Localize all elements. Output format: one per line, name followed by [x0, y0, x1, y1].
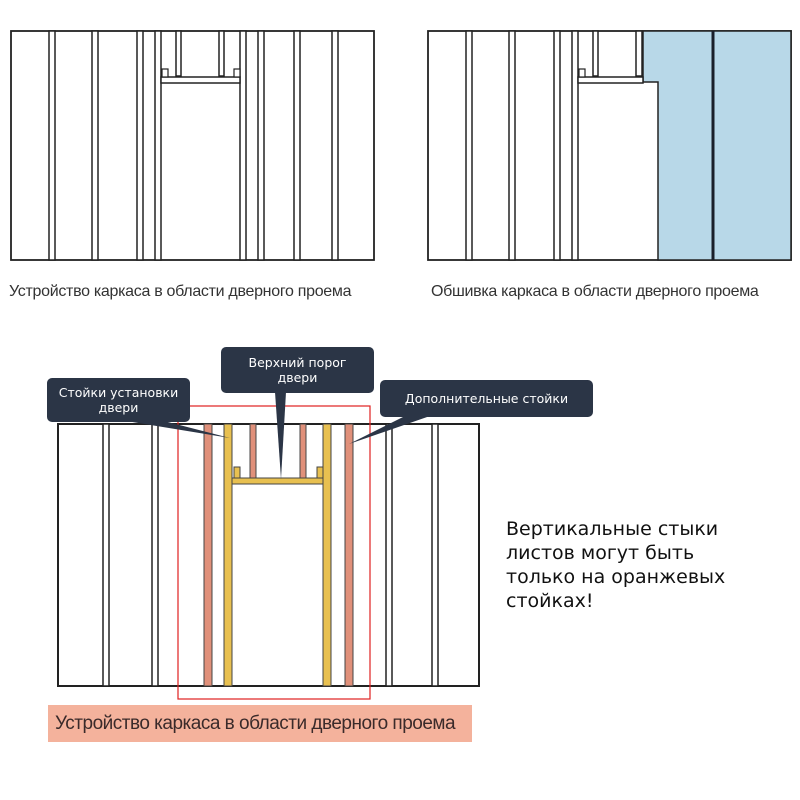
stud — [48, 30, 56, 261]
detail-caption: Устройство каркаса в области дверного пр… — [48, 705, 472, 742]
door-header — [160, 76, 241, 84]
extra-stud — [203, 423, 213, 687]
stud — [508, 30, 516, 261]
header-clip — [316, 466, 324, 479]
cripple-stud — [249, 423, 257, 479]
cripple-stud — [175, 30, 182, 77]
header-clip — [233, 466, 241, 479]
cripple-stud — [592, 30, 599, 77]
stud — [293, 30, 301, 261]
stud — [385, 423, 393, 687]
stud — [239, 30, 247, 261]
stud — [553, 30, 561, 261]
note-text: Вертикальные стыки листов могут быть тол… — [506, 518, 726, 612]
sheathing-caption: Обшивка каркаса в области дверного проем… — [431, 283, 759, 300]
callout-door-studs: Стойки установки двери — [47, 378, 190, 422]
framing-caption: Устройство каркаса в области дверного пр… — [9, 283, 352, 300]
wall-outline — [10, 30, 375, 261]
detail-panel — [57, 392, 480, 700]
cripple-stud — [635, 30, 643, 77]
stud — [465, 30, 473, 261]
stud — [331, 30, 339, 261]
stud — [91, 30, 99, 261]
callout-header: Верхний порог двери — [221, 347, 374, 393]
callout-pointer — [275, 392, 286, 479]
stud — [102, 423, 110, 687]
callout-pointer — [120, 420, 230, 438]
stud — [571, 30, 579, 261]
extra-stud — [344, 423, 354, 687]
header-clip — [233, 68, 241, 78]
stud — [431, 423, 439, 687]
door-stud — [223, 423, 233, 687]
stud — [154, 30, 162, 261]
drywall-sheet — [642, 30, 792, 261]
stud — [257, 30, 265, 261]
door-header — [231, 477, 324, 485]
callout-pointer — [349, 416, 430, 444]
framing-panel — [10, 30, 375, 261]
door-stud — [322, 423, 332, 687]
callout-extra-studs: Дополнительные стойки — [380, 380, 593, 417]
header-clip — [161, 68, 169, 78]
cripple-stud — [299, 423, 307, 479]
stud — [136, 30, 144, 261]
header-clip — [578, 68, 586, 78]
wall-outline — [57, 423, 480, 687]
stud — [151, 423, 159, 687]
sheathing-panel — [427, 30, 792, 261]
cripple-stud — [218, 30, 225, 77]
door-header — [577, 76, 644, 84]
highlight-box — [177, 405, 371, 700]
